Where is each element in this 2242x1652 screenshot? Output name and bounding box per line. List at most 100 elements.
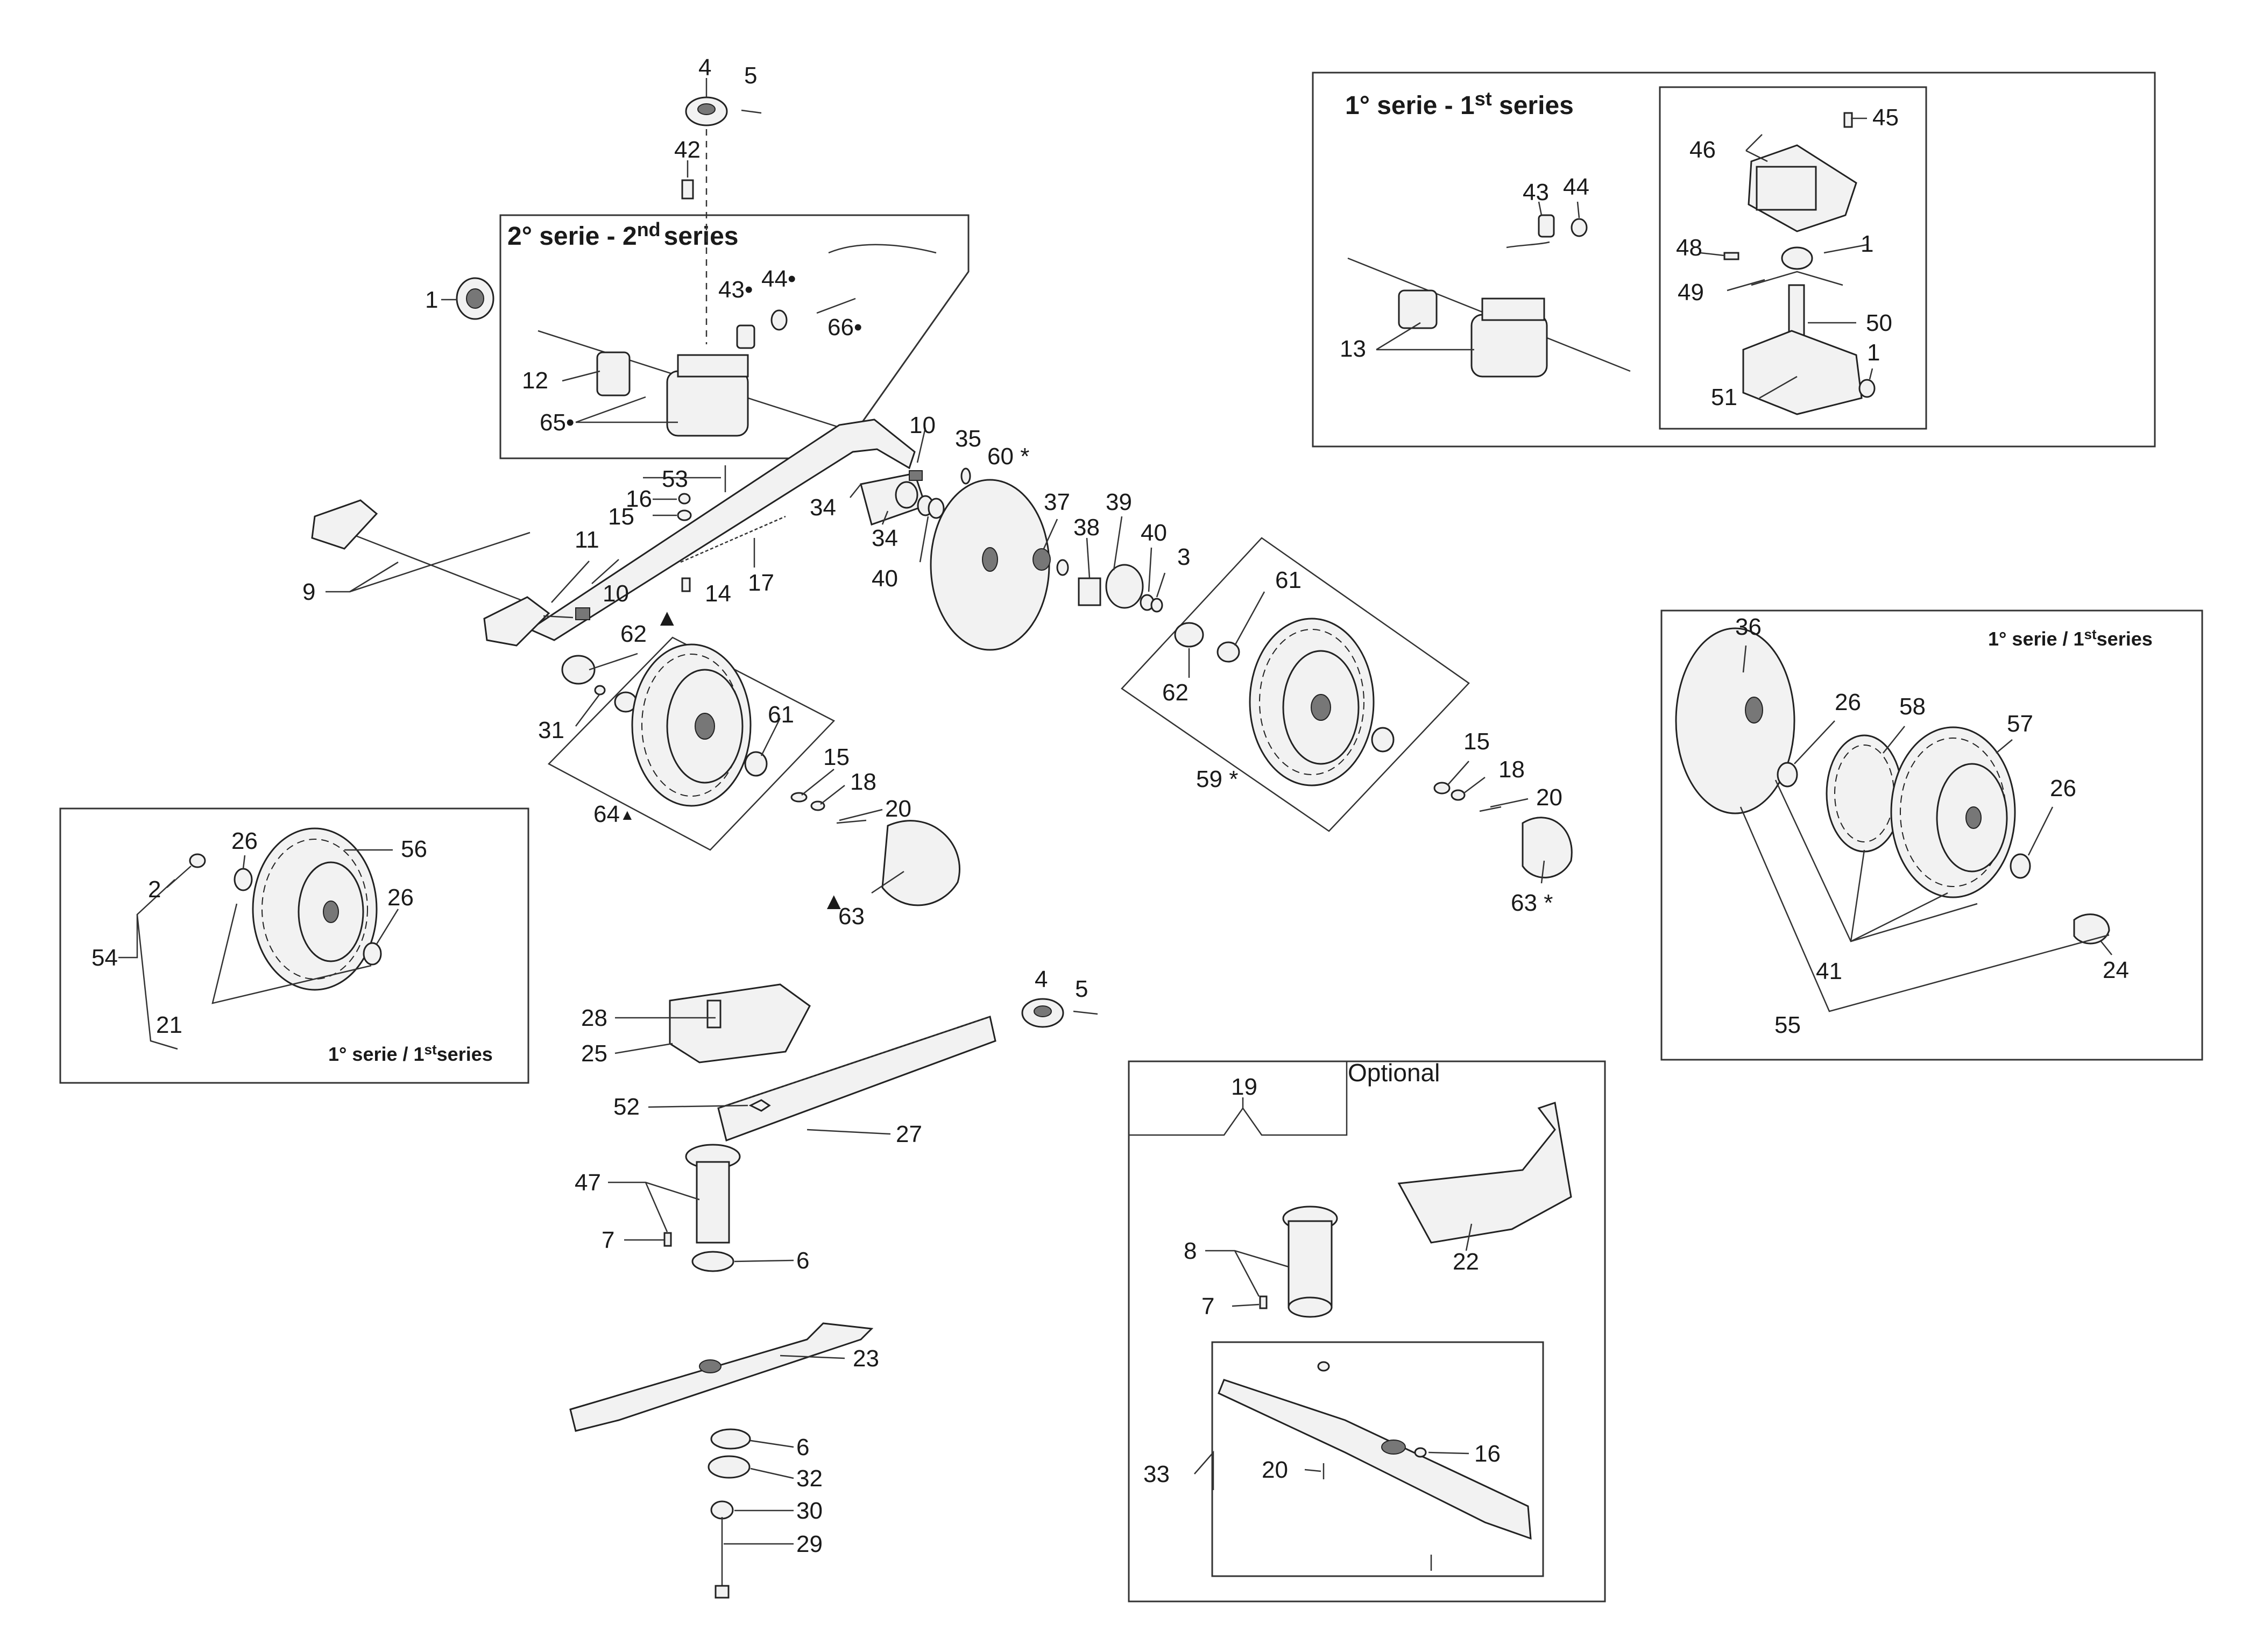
callout-29: 29 <box>796 1531 823 1557</box>
part-number-labels: 4 5 42 1 43• 44• 66• 12 65• 10 35 60 * 5… <box>91 54 2129 1557</box>
right-inset-caption: 1° serie / 1stseries <box>1988 626 2153 650</box>
callout-14: 14 <box>705 580 731 607</box>
callout-25: 25 <box>581 1040 607 1067</box>
callout-22: 22 <box>1453 1249 1479 1275</box>
callout-20c: 20 <box>1262 1457 1288 1483</box>
callout-50: 50 <box>1866 310 1892 336</box>
right-wheel-inset-frame <box>1660 609 2203 1061</box>
callout-60: 60 * <box>987 443 1029 470</box>
callout-36: 36 <box>1735 614 1762 640</box>
callout-52: 52 <box>613 1094 640 1120</box>
callout-55: 55 <box>1774 1012 1801 1038</box>
callout-37: 37 <box>1044 489 1070 515</box>
callout-44a: 44• <box>761 266 796 292</box>
callout-7a: 7 <box>602 1227 614 1253</box>
callout-15a: 15 <box>608 504 634 530</box>
callout-10b: 10 <box>603 580 629 607</box>
left-wheel-inset-frame <box>59 807 529 1084</box>
callout-54: 54 <box>91 945 118 971</box>
callout-31: 31 <box>538 717 564 743</box>
callout-53: 53 <box>662 466 688 492</box>
callout-6b: 6 <box>796 1434 809 1460</box>
callout-63b: 63 * <box>1511 890 1553 916</box>
callout-20b: 20 <box>1536 784 1562 811</box>
drive-disc-drawing <box>930 479 1050 651</box>
callout-61a: 61 <box>768 701 794 728</box>
callout-44b: 44 <box>1563 174 1589 200</box>
callout-26a: 26 <box>1835 689 1861 715</box>
callout-47: 47 <box>575 1169 601 1196</box>
first-series-inset-frame <box>1312 72 2156 448</box>
second-series-gearbox-drawing <box>537 244 937 442</box>
callout-21: 21 <box>156 1012 182 1038</box>
callout-11: 11 <box>575 527 599 553</box>
left-inset-caption: 1° serie / 1stseries <box>328 1041 493 1065</box>
callout-61b: 61 <box>1275 567 1302 593</box>
blade-drawing <box>569 1322 874 1599</box>
callout-26d: 26 <box>387 884 414 911</box>
callout-15b: 15 <box>823 744 850 770</box>
callout-24: 24 <box>2103 957 2129 983</box>
callout-39: 39 <box>1106 489 1132 515</box>
callout-5b: 5 <box>1075 976 1088 1002</box>
callout-15c: 15 <box>1463 728 1490 755</box>
callout-16a: 16 <box>626 486 652 512</box>
callout-46: 46 <box>1689 137 1716 163</box>
callout-41a: 41 <box>1816 958 1842 984</box>
callout-10a: 10 <box>909 412 936 438</box>
bearing-drawing <box>456 277 494 320</box>
callout-33: 33 <box>1143 1461 1170 1487</box>
drive-lever-drawing <box>528 419 926 641</box>
leader-lines <box>118 78 2112 1545</box>
callout-28: 28 <box>581 1005 607 1031</box>
callout-23: 23 <box>853 1345 879 1372</box>
optional-blade-frame <box>1211 1341 1544 1577</box>
callout-40b: 40 <box>872 565 898 592</box>
callout-8: 8 <box>1184 1238 1197 1264</box>
callout-5a: 5 <box>744 62 757 89</box>
callout-40a: 40 <box>1141 520 1167 546</box>
callout-30: 30 <box>796 1498 823 1524</box>
callout-7b: 7 <box>1201 1293 1214 1320</box>
marker-63a: ▲ <box>822 888 846 914</box>
callout-27: 27 <box>896 1121 922 1147</box>
callout-1b: 1 <box>1861 231 1873 257</box>
top-pulley-drawing <box>681 96 762 344</box>
callout-43b: 43 <box>1523 179 1549 205</box>
callout-6a: 6 <box>796 1247 809 1274</box>
left-inset-wheel-drawing <box>136 827 382 1050</box>
callout-12: 12 <box>522 367 548 394</box>
callout-4a: 4 <box>698 54 711 81</box>
callout-38: 38 <box>1073 514 1100 541</box>
right-inset-wheel-drawing <box>1675 627 2110 1012</box>
spring-and-fasteners-drawing <box>677 465 971 592</box>
callout-42: 42 <box>674 137 701 163</box>
callout-34a: 34 <box>810 494 836 521</box>
callout-62b: 62 <box>1162 679 1189 706</box>
first-series-detail-drawing <box>1723 112 1876 415</box>
callout-49: 49 <box>1678 279 1704 306</box>
callout-26c: 26 <box>231 828 258 854</box>
callout-57: 57 <box>2007 711 2033 737</box>
callout-35: 35 <box>955 426 981 452</box>
callout-48: 48 <box>1676 235 1702 261</box>
callout-26b: 26 <box>2050 775 2076 802</box>
callout-65: 65• <box>540 409 574 436</box>
right-wheel-group-frame <box>1121 537 1470 832</box>
callout-3: 3 <box>1177 544 1190 570</box>
callout-17: 17 <box>748 570 774 596</box>
callout-18b: 18 <box>1498 756 1525 783</box>
optional-mulching-drawing <box>1218 1102 1572 1571</box>
callout-4b: 4 <box>1035 966 1048 992</box>
callout-63a: 63 <box>838 903 865 930</box>
first-series-detail-frame <box>1659 86 1927 430</box>
callout-2: 2 <box>148 876 161 903</box>
optional-label: Optional <box>1348 1059 1440 1087</box>
cutter-drive-drawing <box>663 983 1098 1272</box>
left-wheel-drawing <box>561 643 768 807</box>
callout-43a: 43• <box>718 276 753 303</box>
callout-9: 9 <box>302 579 315 605</box>
callout-19: 19 <box>1231 1074 1257 1100</box>
